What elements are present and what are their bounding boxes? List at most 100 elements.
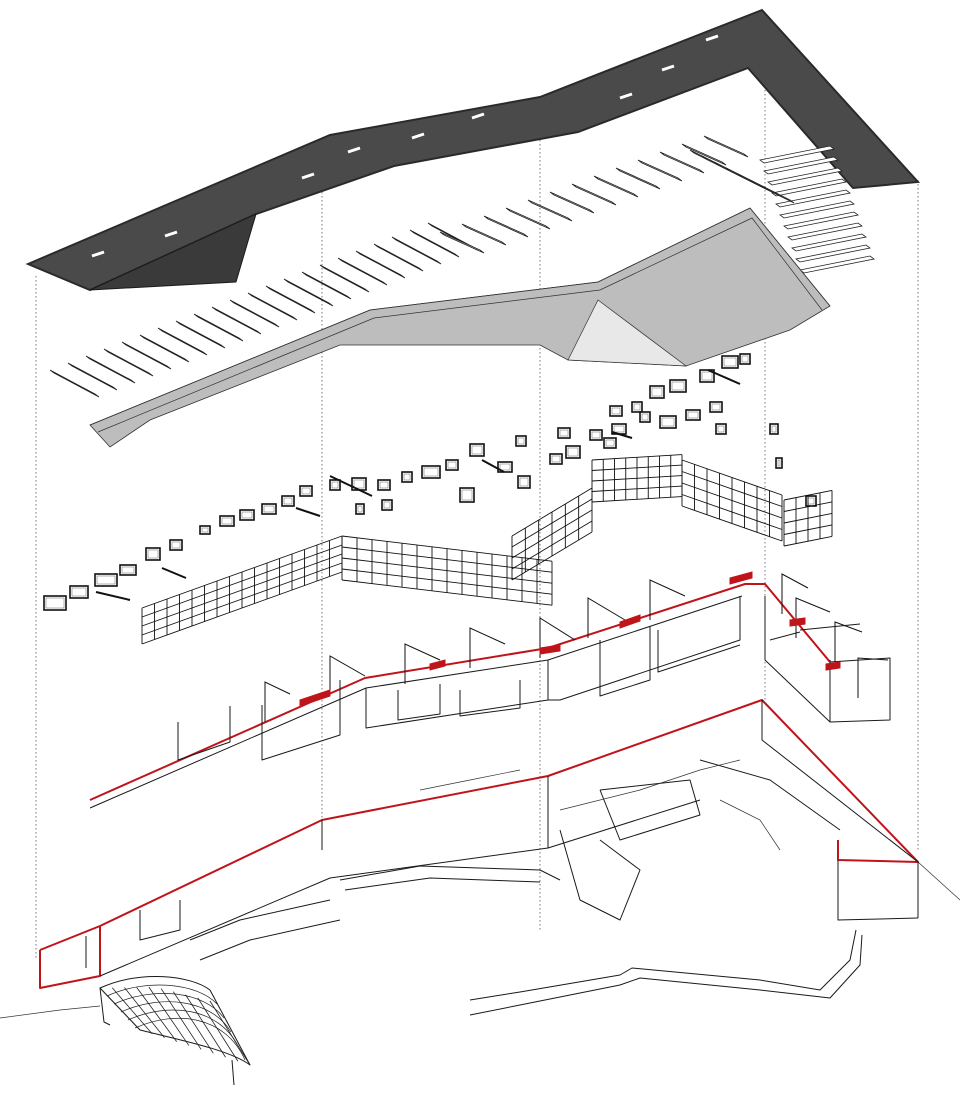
upper-walls-layer (89, 571, 891, 809)
window-frame (669, 379, 687, 393)
roof-beam (795, 244, 871, 263)
roof-skylight-marks (91, 34, 719, 258)
window-frame (469, 443, 485, 457)
window-frame (499, 463, 511, 471)
window-frame (661, 417, 675, 427)
window-frame (701, 371, 713, 381)
glazing-transom (681, 459, 783, 496)
window-frame (145, 547, 161, 561)
canopy-rib (209, 1000, 251, 1066)
window-frame (631, 401, 643, 413)
glazing-transom (783, 535, 833, 547)
window-frame (401, 471, 413, 483)
wall-fin (329, 655, 366, 696)
window-frame (171, 541, 181, 549)
glazing-layer (141, 454, 833, 645)
glazing-transom (591, 485, 683, 492)
glazing-transom (783, 489, 833, 501)
window-frame (591, 431, 601, 439)
window-frame (121, 566, 135, 574)
window-frame (715, 423, 727, 435)
window-frame (301, 487, 311, 495)
roof-beam (461, 223, 507, 246)
window-frame (199, 525, 211, 535)
glazing-transom (511, 509, 593, 559)
roof-beam (759, 145, 835, 164)
roof-layer (25, 8, 921, 292)
window-frame (517, 475, 531, 489)
window-frame (741, 355, 749, 363)
glazing-transom (341, 535, 553, 562)
skylight-mark (91, 250, 105, 258)
window-frame (69, 585, 89, 599)
window-frame (611, 407, 621, 415)
roof-beam (791, 233, 867, 252)
roof-beam (681, 143, 727, 166)
roof-beam (373, 243, 424, 272)
wall-fin (781, 573, 809, 614)
roof-beam (337, 257, 388, 286)
window-frame (639, 411, 651, 423)
glazing-transom (141, 571, 343, 645)
glazing-transom (141, 553, 343, 627)
ceiling-layer (89, 207, 831, 448)
window-frame (239, 509, 255, 521)
roof-beam (483, 215, 529, 238)
canopy-rib (124, 987, 165, 1039)
glazing-transom (511, 520, 593, 570)
window-sill (295, 507, 321, 517)
window-frame (377, 479, 391, 491)
roof-beam (771, 178, 847, 197)
window-frame (169, 539, 183, 551)
roof-beam (615, 167, 661, 190)
window-sill (707, 369, 741, 385)
window-frame (519, 477, 529, 487)
window-frame (423, 467, 439, 477)
window-frame (565, 445, 581, 459)
roof-beam (265, 285, 316, 314)
window-frame (549, 453, 563, 465)
glazing-transom (341, 557, 553, 584)
window-frame (383, 501, 391, 509)
roof-beam (703, 135, 749, 158)
roof-fold-edge (89, 213, 257, 291)
roof-beam (391, 236, 442, 265)
ground-layer (0, 861, 960, 1019)
roof-beam (505, 207, 551, 230)
roof-beam (593, 175, 639, 198)
roof-beam (211, 306, 262, 335)
canopy-rib (99, 987, 141, 1031)
glazing-transom (783, 501, 833, 512)
window-frame (241, 511, 253, 519)
skylight-mark (164, 230, 178, 238)
wall-fin (649, 579, 686, 620)
window-frame (421, 465, 441, 479)
window-frame (605, 439, 615, 447)
window-frame (119, 564, 137, 576)
roof-beam (763, 156, 839, 175)
window-frame (221, 517, 233, 525)
skylight-mark (411, 132, 425, 140)
glazing-transom (783, 524, 833, 535)
window-frame (357, 505, 363, 513)
canopy-purlin (120, 1001, 232, 1033)
window-frame (659, 415, 677, 429)
window-frame (717, 425, 725, 433)
glazing-transom (681, 494, 783, 530)
window-frame (461, 489, 473, 501)
window-frame (775, 457, 783, 469)
skylight-mark (619, 92, 633, 100)
skylight-mark (471, 112, 485, 120)
roof-beam (409, 229, 460, 258)
window-frame (45, 597, 65, 609)
roof-beam (637, 159, 683, 182)
canopy-purlin (106, 984, 218, 1005)
roof-beam (775, 189, 851, 208)
window-frame (633, 403, 641, 411)
window-frame (445, 459, 459, 471)
canopy-rib (111, 987, 153, 1035)
window-frame (551, 455, 561, 463)
window-frame (403, 473, 411, 481)
roof-beam (659, 151, 705, 174)
